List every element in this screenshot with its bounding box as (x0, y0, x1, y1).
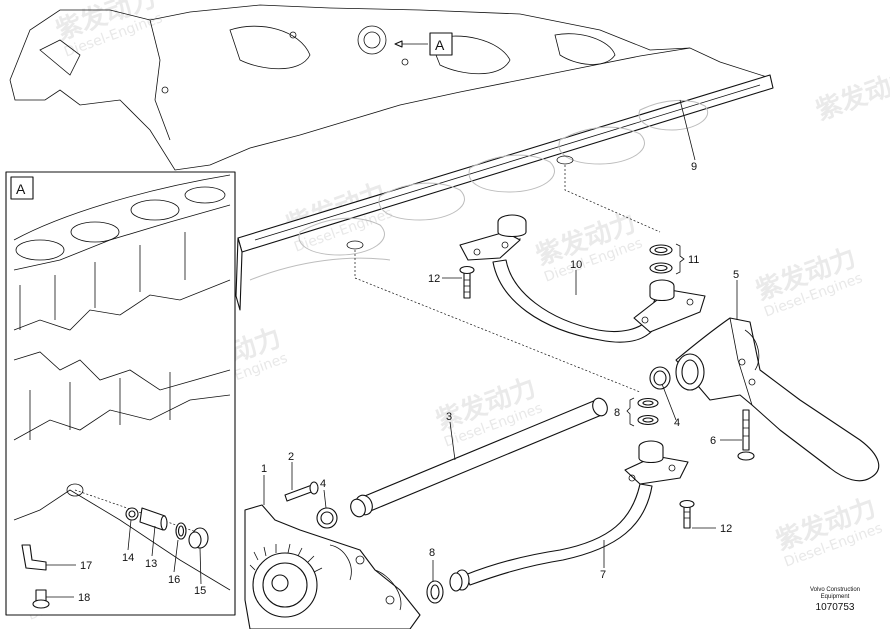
caption-line-1: Volvo Construction (810, 587, 860, 593)
callout-10: 10 (570, 259, 582, 271)
callout-3: 3 (446, 411, 452, 423)
upper-suction-pipe (459, 214, 706, 343)
leader-lines (46, 99, 742, 598)
caption-line-2: Equipment (821, 594, 850, 600)
seal-stack-11 (649, 243, 685, 275)
callout-a: A (394, 32, 453, 56)
callout-2: 2 (288, 451, 294, 463)
pressure-pipe-3 (350, 397, 608, 518)
watermark: 紫发动力 Diesel-Engines (52, 0, 165, 61)
watermark: 紫发动力 Diesel-Engines (752, 242, 865, 321)
svg-text:紫发动力: 紫发动力 (812, 62, 890, 127)
detail-view-a: A (5, 171, 236, 616)
strainer-housing (675, 317, 880, 482)
callout-14: 14 (122, 552, 134, 564)
oil-pump (244, 504, 421, 629)
bolt-6 (737, 409, 755, 461)
seal-stack-8-right (626, 397, 659, 427)
callout-5: 5 (733, 269, 739, 281)
callout-11: 11 (688, 254, 699, 266)
callout-4-right: 4 (674, 417, 680, 429)
engine-block-outline (9, 4, 771, 171)
document-number: 1070753 (816, 602, 855, 613)
callout-15: 15 (194, 585, 206, 597)
callout-18: 18 (78, 592, 90, 604)
callout-1: 1 (261, 463, 267, 475)
gasket-frame (235, 74, 774, 311)
bolt-12-lower (679, 499, 695, 529)
callout-numbers: 1 2 3 4 4 5 6 7 8 8 9 10 11 12 12 13 14 … (78, 161, 739, 604)
callout-8-lower: 8 (429, 547, 435, 559)
callout-13: 13 (145, 558, 157, 570)
bolt-2 (284, 481, 319, 502)
callout-12-lower: 12 (720, 523, 732, 535)
seal-4-right (649, 366, 671, 390)
callout-8-right: 8 (614, 407, 620, 419)
watermark: 紫发动力 Diesel-Engines (772, 492, 885, 571)
callout-17: 17 (80, 560, 92, 572)
callout-4-left: 4 (320, 478, 326, 490)
callout-7: 7 (600, 569, 606, 581)
callout-12-upper: 12 (428, 273, 440, 285)
detail-view-label: A (16, 181, 26, 197)
seal-8-lower (426, 580, 444, 604)
callout-6: 6 (710, 435, 716, 447)
caption-block: Volvo Construction Equipment 1070753 (810, 587, 860, 613)
callout-a-label: A (435, 37, 445, 53)
seal-4-left (316, 507, 338, 529)
watermark: 紫发动力 (812, 62, 890, 127)
callout-9: 9 (691, 161, 697, 173)
callout-16: 16 (168, 574, 180, 586)
lower-pipe-7 (449, 440, 689, 592)
watermark: 紫发动力 Diesel-Engines (532, 207, 645, 286)
bolt-12-upper (459, 265, 475, 299)
